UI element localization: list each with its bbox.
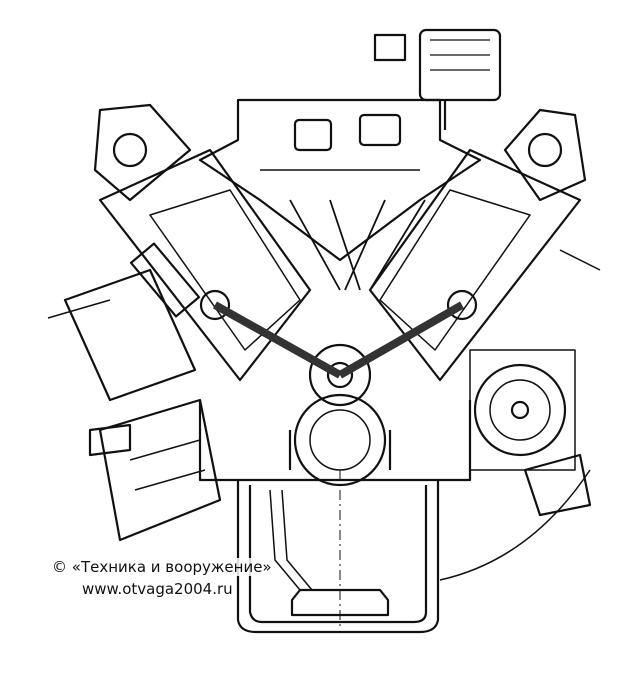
right-cylinder-bank [338, 108, 601, 382]
website-caption: www.otvaga2004.ru [82, 580, 233, 598]
oil-pan [236, 470, 440, 634]
intake-manifold [198, 98, 482, 262]
left-cylinder-bank [47, 103, 342, 402]
belt-outline [439, 469, 591, 581]
distributor [373, 28, 502, 130]
alternator [469, 349, 592, 517]
copyright-caption: © «Техника и вооружение» [52, 558, 272, 576]
center-pushrods [289, 199, 426, 291]
fuel-pump [88, 398, 222, 542]
